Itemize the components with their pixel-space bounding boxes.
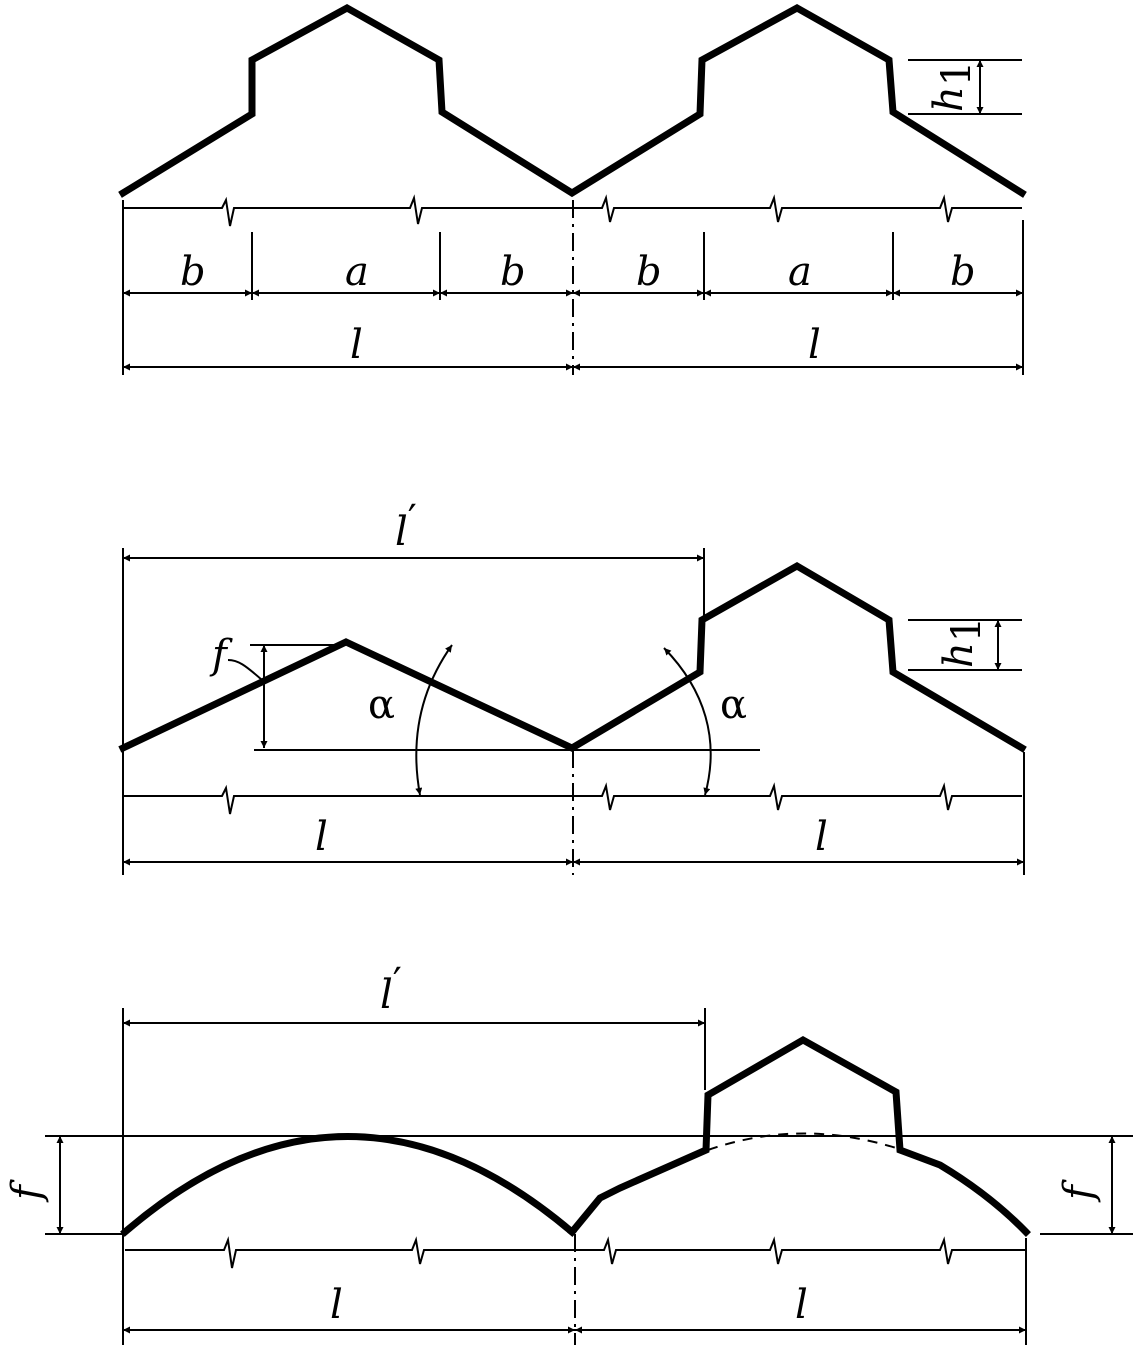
middle-angle-label-left: α [368,682,395,728]
top-h1-label: h1 [926,61,980,112]
top-roof-outline [118,3,1027,198]
svg-text:h1: h1 [926,61,980,112]
top-label-a-2: a [788,249,812,295]
bottom-roof-right [567,1035,1031,1237]
bottom-figure: l′ f f l l [4,960,1133,1345]
top-label-b-1: b [180,249,206,295]
bottom-break-line [125,1236,1026,1269]
top-label-a-1: a [345,249,369,295]
middle-angle-arc-left [415,644,453,796]
bottom-span-label-2: l [795,1282,808,1328]
bottom-arch-left [120,1133,577,1237]
top-label-b-2: b [500,249,526,295]
bottom-span-label-1: l [330,1282,343,1328]
top-label-b-4: b [950,249,976,295]
top-label-b-3: b [636,249,662,295]
svg-text:h1: h1 [936,617,990,668]
middle-span-label-1: l [315,814,328,860]
top-extension-lines [122,59,1024,375]
bottom-arch-dashed [707,1132,897,1151]
bottom-rise-label-right: f [1056,1179,1102,1203]
middle-roof-outline [118,561,1027,753]
top-span-label-2: l [808,322,821,368]
middle-span-label-2: l [815,814,828,860]
middle-break-line [123,782,1022,815]
bottom-rise-label-left: f [4,1179,50,1203]
middle-angle-label-right: α [720,682,747,728]
bottom-overall-label: l′ [380,960,402,1018]
top-span-label-1: l [350,322,363,368]
top-figure: b a b b a b l l h1 [118,3,1027,375]
top-break-line [123,194,1022,227]
middle-rise-leader [227,659,263,681]
middle-figure: l′ f α α l l [118,497,1027,875]
middle-rise-label: f [209,632,233,678]
middle-overall-label: l′ [395,497,417,555]
middle-angle-arc-right [663,647,712,796]
middle-h1-label: h1 [936,617,990,668]
